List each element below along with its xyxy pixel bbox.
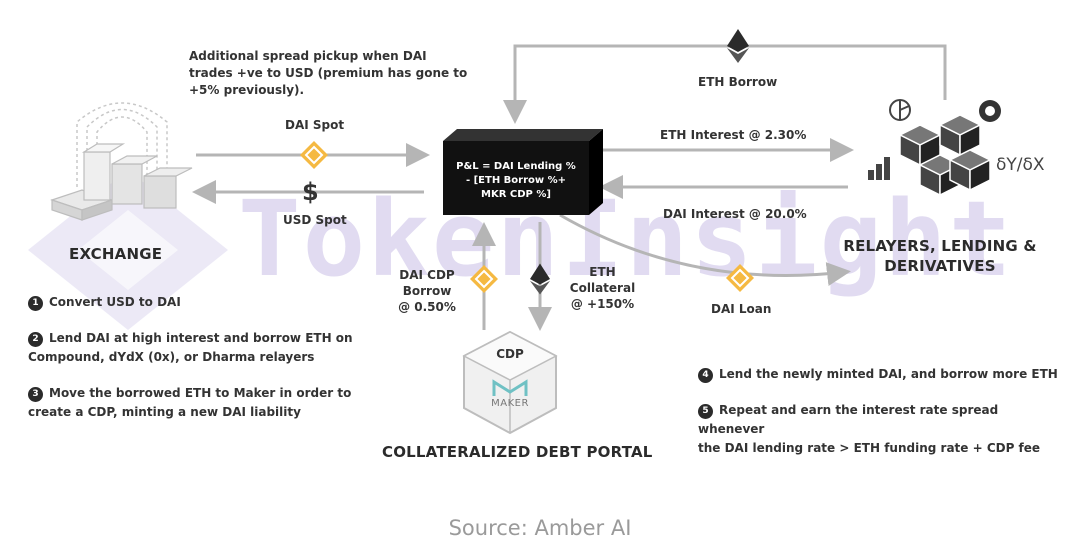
dai-loan-arrow [559, 213, 851, 286]
step-number-icon: 1 [28, 296, 43, 311]
maker-label: MAKER [491, 398, 529, 409]
relayers-title: RELAYERS, LENDING & DERIVATIVES [843, 237, 1037, 275]
cdp-portal-title: COLLATERALIZED DEBT PORTAL [382, 443, 653, 461]
dai-loan-diamond-icon [726, 264, 754, 292]
pie-chart-icon [889, 99, 911, 121]
step-number-icon: 5 [698, 404, 713, 419]
step-number-icon: 4 [698, 368, 713, 383]
pl-box-text: P&L = DAI Lending % - [ETH Borrow %+ MKR… [456, 161, 576, 200]
eth-collateral-eth-icon [530, 263, 550, 295]
dai-spot-label: DAI Spot [285, 118, 345, 132]
bar-chart-icon [868, 157, 890, 180]
eth-borrow-label: ETH Borrow [698, 75, 778, 89]
refresh-icon [979, 100, 1001, 122]
dai-interest-label: DAI Interest @ 20.0% [663, 207, 807, 221]
watermark-text: TokenInsight [238, 178, 1014, 300]
pl-cube [443, 129, 603, 215]
dai-cdp-diamond-icon [470, 265, 498, 293]
maker-logo-icon [492, 379, 528, 396]
spread-note: Additional spread pickup when DAI trades… [189, 49, 468, 97]
exchange-building-icon [50, 102, 193, 221]
dy-dx-label: δY/δX [996, 155, 1045, 175]
dai-spot-diamond-icon [300, 141, 328, 169]
source-caption: Source: Amber AI [448, 516, 632, 540]
relayers-cubes-icon [898, 114, 992, 197]
cdp-label: CDP [496, 347, 524, 361]
eth-borrow-eth-icon [727, 29, 749, 63]
step-number-icon: 3 [28, 387, 43, 402]
step-number-icon: 2 [28, 332, 43, 347]
usd-spot-label: USD Spot [283, 213, 347, 227]
eth-interest-label: ETH Interest @ 2.30% [660, 128, 807, 142]
dai-cdp-borrow-label: DAI CDP Borrow @ 0.50% [398, 268, 456, 314]
dai-loan-label: DAI Loan [711, 302, 772, 316]
dollar-icon: $ [302, 178, 319, 206]
cdp-hexagon [462, 330, 558, 435]
eth-collateral-label: ETH Collateral @ +150% [569, 265, 636, 311]
exchange-title: EXCHANGE [69, 245, 163, 263]
